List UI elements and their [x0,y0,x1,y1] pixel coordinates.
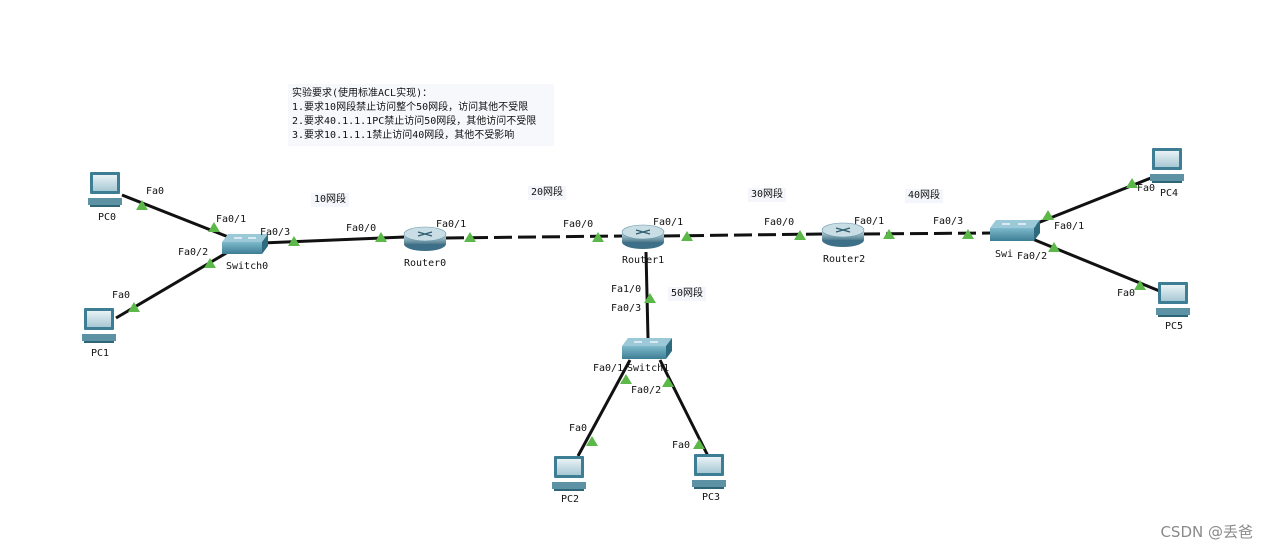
device-label-pc5: PC5 [1165,321,1184,332]
port-indicator [592,232,604,242]
port-indicator [288,236,300,246]
port-label: Fa0 [672,440,691,451]
port-indicator [136,200,148,210]
router1-icon[interactable] [621,224,665,249]
port-indicator [794,230,806,240]
port-indicator [1126,178,1138,188]
port-label: Fa0 [112,290,131,301]
port-indicator [1042,210,1054,220]
requirements-note[interactable]: 实验要求(使用标准ACL实现)： 1.要求10网段禁止访问整个50网段，访问其他… [288,84,554,146]
device-label-pc0: PC0 [98,212,117,223]
port-label: Fa0/0 [563,219,594,230]
port-indicator [620,374,632,384]
note-title: 实验要求(使用标准ACL实现)： [292,88,433,99]
device-label-pc4: PC4 [1160,188,1179,199]
pc4-icon[interactable] [1150,148,1184,183]
device-label-switch1: Switch1 [627,363,670,374]
port-label: Fa0/3 [611,303,642,314]
port-label: Fa0/2 [631,385,662,396]
segment-label-10: 10网段 [311,193,350,207]
port-label: Fa0/2 [178,247,209,258]
switch2-icon[interactable] [990,220,1040,241]
port-label: Fa0/0 [764,217,795,228]
device-label-router0: Router0 [404,258,447,269]
note-line: 2.要求40.1.1.1PC禁止访问50网段，其他访问不受限 [292,116,537,127]
port-label: Fa0/1 [593,363,624,374]
port-indicator [1134,280,1146,290]
link-router0-router1 [445,234,623,240]
segment-label-40: 40网段 [905,189,944,203]
device-label-switch0: Switch0 [226,261,269,272]
router0-icon[interactable] [403,226,447,251]
device-label-pc3: PC3 [702,492,721,503]
port-indicator [681,231,693,241]
port-label: Fa0 [1117,288,1136,299]
segment-label-20: 20网段 [528,186,567,200]
router2-icon[interactable] [821,222,865,247]
port-label: Fa0/0 [346,223,377,234]
switch1-icon[interactable] [622,338,672,359]
port-indicator [128,302,140,312]
pc2-icon[interactable] [552,456,586,491]
port-label: Fa0 [569,423,588,434]
port-indicator [1048,242,1060,252]
port-label: Fa0/1 [653,217,684,228]
watermark: CSDN @丢爸 [1160,523,1253,541]
port-indicator [375,232,387,242]
port-indicator [208,222,220,232]
link-switch1-pc2 [576,359,632,457]
device-label-switch2: Swi [995,249,1014,260]
port-label: Fa0/2 [1017,251,1048,262]
note-line: 1.要求10网段禁止访问整个50网段，访问其他不受限 [292,102,529,113]
link-switch1-pc3 [658,359,710,457]
device-label-pc2: PC2 [561,494,580,505]
port-indicator [586,436,598,446]
pc1-icon[interactable] [82,308,116,343]
port-label: Fa0/1 [436,219,467,230]
pc5-icon[interactable] [1156,282,1190,317]
switch0-icon[interactable] [222,234,268,254]
port-label: Fa0 [1137,183,1156,194]
port-label: Fa1/0 [611,284,642,295]
port-indicator [644,293,656,303]
port-label: Fa0/1 [216,214,247,225]
pc3-icon[interactable] [692,454,726,489]
port-indicator [883,229,895,239]
device-label-pc1: PC1 [91,348,110,359]
device-label-router2: Router2 [823,254,866,265]
port-label: Fa0/3 [260,227,291,238]
port-indicator [464,232,476,242]
pc0-icon[interactable] [88,172,122,207]
port-indicator [962,229,974,239]
segment-label-30: 30网段 [748,188,787,202]
device-label-router1: Router1 [622,255,665,266]
port-indicator [693,439,705,449]
port-label: Fa0/1 [854,216,885,227]
port-label: Fa0/1 [1054,221,1085,232]
port-indicator [204,258,216,268]
port-label: Fa0/3 [933,216,964,227]
port-indicator [662,377,674,387]
port-label: Fa0 [146,186,165,197]
segment-label-50: 50网段 [668,287,707,301]
link-router1-switch1 [644,251,650,339]
note-line: 3.要求10.1.1.1禁止访问40网段，其他不受影响 [292,130,515,141]
link-router2-switch2 [861,231,993,236]
